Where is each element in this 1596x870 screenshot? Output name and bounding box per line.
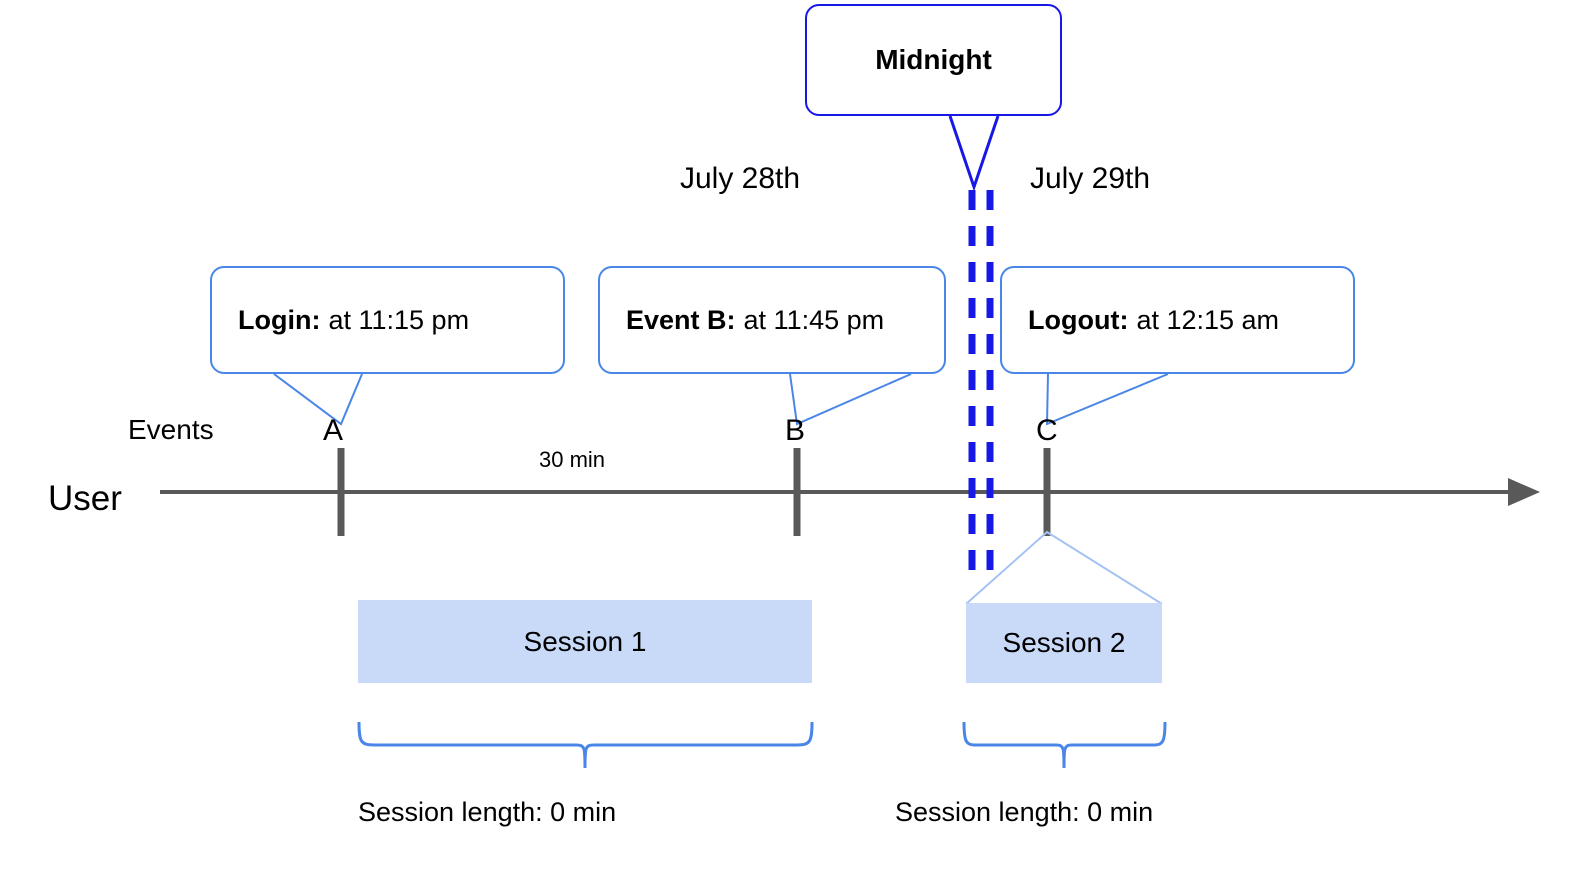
midnight-dashed-line <box>968 190 994 582</box>
user-row-label: User <box>48 479 122 518</box>
callout-tail-eventb <box>789 373 912 426</box>
session-box-1: Session 1 <box>358 600 812 683</box>
callout-tail-midnight <box>948 115 1000 192</box>
callout-event-b-title: Event B: <box>626 304 736 335</box>
event-point-label-b: B <box>785 414 806 447</box>
callout-midnight-label: Midnight <box>875 44 992 75</box>
callout-logout: Logout: at 12:15 am <box>1000 266 1355 374</box>
event-point-label-c: C <box>1036 414 1058 447</box>
callout-login-detail: at 11:15 pm <box>328 304 470 335</box>
callout-login: Login: at 11:15 pm <box>210 266 565 374</box>
date-label-july-28th: July 28th <box>680 162 801 195</box>
session-length-label-1: Session length: 0 min <box>358 797 617 827</box>
brace-session-2 <box>962 721 1167 769</box>
date-label-july-29th: July 29th <box>1030 162 1151 195</box>
events-row-label: Events <box>128 414 214 445</box>
callout-midnight: Midnight <box>805 4 1062 116</box>
callout-event-b-detail: at 11:45 pm <box>743 304 885 335</box>
brace-session-1 <box>357 721 814 769</box>
session-length-label-2: Session length: 0 min <box>895 797 1154 827</box>
callout-logout-detail: at 12:15 am <box>1136 304 1280 335</box>
callout-event-b: Event B: at 11:45 pm <box>598 266 946 374</box>
session-box-2-label: Session 2 <box>1002 627 1126 658</box>
event-point-label-a: A <box>323 414 344 447</box>
session-box-2: Session 2 <box>966 603 1162 683</box>
session2-tent-connector <box>965 530 1163 605</box>
session-box-1-label: Session 1 <box>523 625 647 657</box>
interval-label-30-min: 30 min <box>539 447 606 472</box>
callout-logout-title: Logout: <box>1028 304 1129 335</box>
callout-tail-logout <box>1045 373 1169 426</box>
timeline-axis <box>160 478 1540 506</box>
callout-tail-login <box>273 373 363 426</box>
callout-login-title: Login: <box>238 304 321 335</box>
